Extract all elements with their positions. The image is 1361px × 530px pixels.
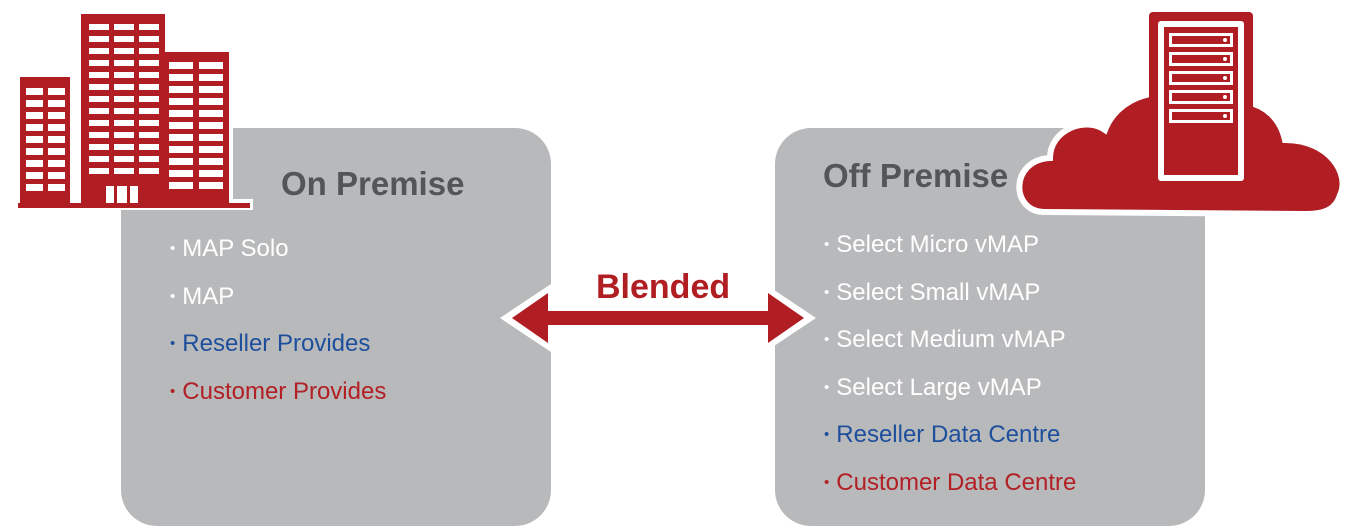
list-item: Customer Data Centre — [824, 461, 1076, 509]
list-item: Reseller Provides — [170, 322, 386, 370]
list-item: MAP Solo — [170, 227, 386, 275]
list-item: Select Small vMAP — [824, 271, 1076, 319]
cloud-server-icon — [1016, 12, 1346, 218]
off-premise-title: Off Premise — [823, 157, 1009, 194]
list-item: Select Medium vMAP — [824, 318, 1076, 366]
list-item: MAP — [170, 275, 386, 323]
list-item: Customer Provides — [170, 370, 386, 418]
list-item: Select Large vMAP — [824, 366, 1076, 414]
on-premise-title: On Premise — [281, 165, 465, 202]
list-item: Reseller Data Centre — [824, 413, 1076, 461]
office-buildings-icon — [15, 14, 253, 210]
list-item: Select Micro vMAP — [824, 223, 1076, 271]
blended-label: Blended — [596, 268, 731, 306]
double-arrow-icon — [500, 284, 816, 352]
on-premise-list: MAP SoloMAPReseller ProvidesCustomer Pro… — [170, 227, 386, 417]
off-premise-list: Select Micro vMAPSelect Small vMAPSelect… — [824, 223, 1076, 508]
